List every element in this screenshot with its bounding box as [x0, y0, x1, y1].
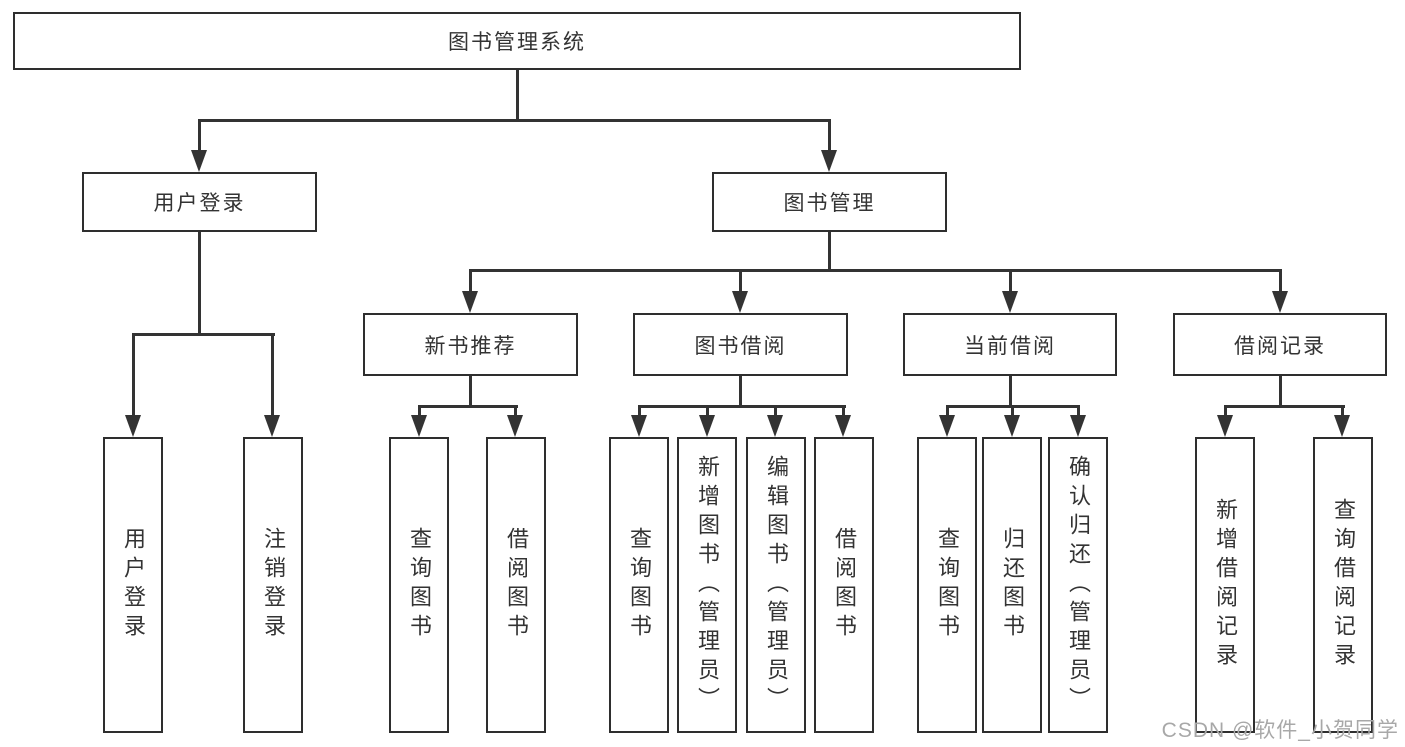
leaf-logout-label: 注销登录 [261, 527, 286, 643]
connector-hline [469, 269, 1282, 272]
node-book-management: 图书管理 [712, 172, 947, 232]
connector-vline [828, 119, 831, 152]
node-new-book-recommendation-label: 新书推荐 [424, 334, 517, 358]
leaf-borrow-books-label: 借阅图书 [832, 527, 857, 643]
connector-vline [271, 333, 274, 417]
node-new-book-recommendation: 新书推荐 [363, 313, 578, 376]
node-library-system-label: 图书管理系统 [448, 31, 586, 54]
node-book-management-label: 图书管理 [783, 192, 876, 215]
leaf-query-books-current-label: 查询图书 [935, 527, 960, 643]
arrow-down-icon [1272, 291, 1288, 313]
connector-vline [774, 405, 777, 417]
connector-vline [638, 405, 641, 417]
arrow-down-icon [835, 415, 851, 437]
leaf-user-login: 用户登录 [103, 437, 163, 733]
connector-vline [828, 232, 831, 272]
connector-vline [1341, 405, 1344, 417]
leaf-return-books: 归还图书 [982, 437, 1042, 733]
leaf-query-borrow-record: 查询借阅记录 [1313, 437, 1373, 733]
node-borrowing-records: 借阅记录 [1173, 313, 1387, 376]
node-user-login: 用户登录 [82, 172, 317, 232]
arrow-down-icon [507, 415, 523, 437]
connector-vline [1009, 269, 1012, 293]
connector-vline [1011, 405, 1014, 417]
arrow-down-icon [732, 291, 748, 313]
connector-vline [198, 232, 201, 336]
connector-vline [706, 405, 709, 417]
node-borrowing-records-label: 借阅记录 [1234, 334, 1326, 358]
connector-vline [1279, 269, 1282, 293]
node-book-borrowing-label: 图书借阅 [694, 334, 787, 358]
leaf-query-books-borrowing: 查询图书 [609, 437, 669, 733]
leaf-confirm-return-admin: 确认归还（管理员） [1048, 437, 1108, 733]
leaf-query-books-recommend: 查询图书 [389, 437, 449, 733]
arrow-down-icon [1334, 415, 1350, 437]
arrow-down-icon [462, 291, 478, 313]
connector-vline [739, 376, 742, 408]
connector-vline [739, 269, 742, 293]
arrow-down-icon [939, 415, 955, 437]
connector-vline [1279, 376, 1282, 408]
leaf-query-books-borrowing-label: 查询图书 [627, 527, 652, 643]
leaf-user-login-label: 用户登录 [121, 527, 146, 643]
node-current-borrowing: 当前借阅 [903, 313, 1117, 376]
node-library-system: 图书管理系统 [13, 12, 1021, 70]
connector-vline [1077, 405, 1080, 417]
connector-vline [1009, 376, 1012, 408]
leaf-logout: 注销登录 [243, 437, 303, 733]
arrow-down-icon [1217, 415, 1233, 437]
node-book-borrowing: 图书借阅 [633, 313, 848, 376]
leaf-edit-books-admin-label: 编辑图书（管理员） [764, 454, 789, 716]
leaf-add-books-admin-label: 新增图书（管理员） [695, 454, 720, 716]
arrow-down-icon [264, 415, 280, 437]
arrow-down-icon [631, 415, 647, 437]
connector-hline [198, 119, 831, 122]
leaf-add-books-admin: 新增图书（管理员） [677, 437, 737, 733]
csdn-watermark: CSDN @软件_小贺同学 [1161, 719, 1399, 742]
arrow-down-icon [191, 150, 207, 172]
leaf-borrow-books-recommend-label: 借阅图书 [504, 527, 529, 643]
arrow-down-icon [699, 415, 715, 437]
connector-vline [469, 269, 472, 293]
arrow-down-icon [1004, 415, 1020, 437]
arrow-down-icon [767, 415, 783, 437]
connector-vline [842, 405, 845, 417]
connector-vline [1224, 405, 1227, 417]
arrow-down-icon [125, 415, 141, 437]
leaf-borrow-books: 借阅图书 [814, 437, 874, 733]
leaf-add-borrow-record: 新增借阅记录 [1195, 437, 1255, 733]
connector-hline [418, 405, 518, 408]
connector-vline [418, 405, 421, 417]
leaf-add-borrow-record-label: 新增借阅记录 [1213, 498, 1238, 672]
connector-hline [1224, 405, 1345, 408]
connector-vline [132, 333, 135, 417]
leaf-query-borrow-record-label: 查询借阅记录 [1331, 498, 1356, 672]
arrow-down-icon [821, 150, 837, 172]
connector-vline [946, 405, 949, 417]
connector-vline [514, 405, 517, 417]
leaf-confirm-return-admin-label: 确认归还（管理员） [1066, 454, 1091, 716]
leaf-return-books-label: 归还图书 [1000, 527, 1025, 643]
connector-hline [132, 333, 275, 336]
node-current-borrowing-label: 当前借阅 [964, 334, 1056, 358]
arrow-down-icon [1070, 415, 1086, 437]
leaf-edit-books-admin: 编辑图书（管理员） [746, 437, 806, 733]
arrow-down-icon [411, 415, 427, 437]
node-user-login-label: 用户登录 [153, 192, 246, 215]
arrow-down-icon [1002, 291, 1018, 313]
connector-vline [469, 376, 472, 408]
connector-hline [638, 405, 846, 408]
leaf-query-books-current: 查询图书 [917, 437, 977, 733]
connector-vline [198, 119, 201, 152]
leaf-borrow-books-recommend: 借阅图书 [486, 437, 546, 733]
leaf-query-books-recommend-label: 查询图书 [407, 527, 432, 643]
connector-vline [516, 70, 519, 122]
